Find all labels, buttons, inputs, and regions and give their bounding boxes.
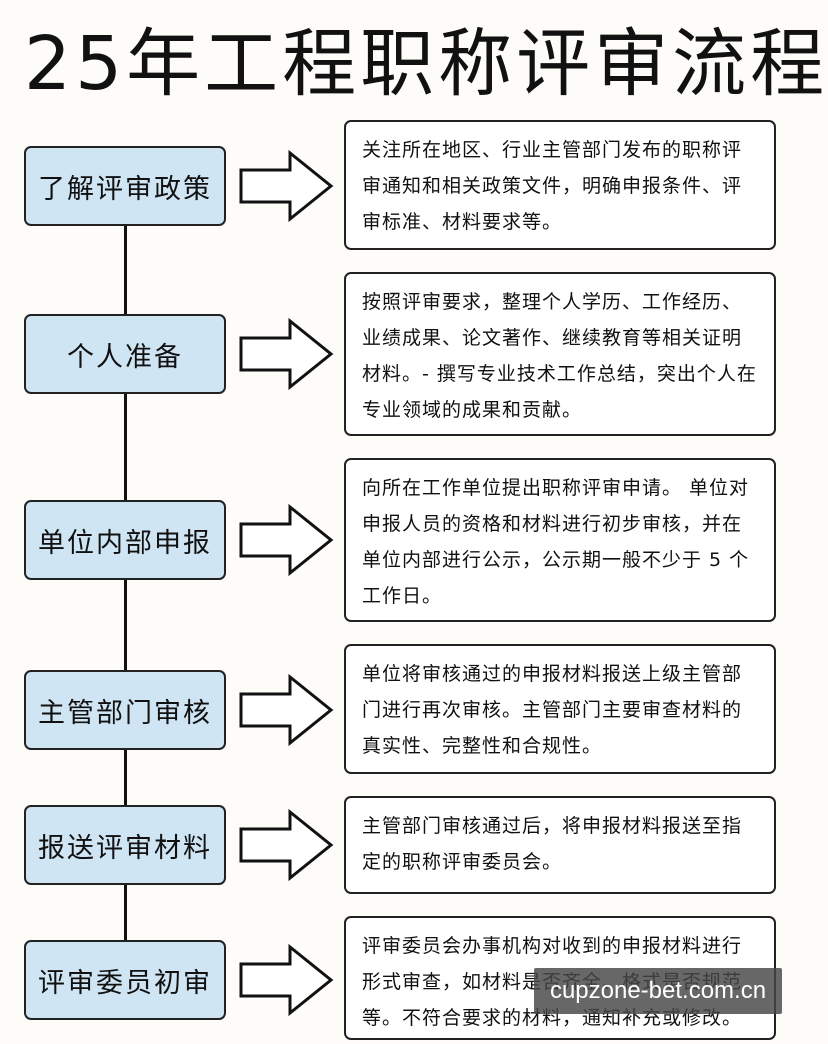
step-description-2: 按照评审要求，整理个人学历、工作经历、业绩成果、论文著作、继续教育等相关证明材料…: [344, 272, 776, 436]
step-box-2: 个人准备: [24, 314, 226, 394]
step-box-1: 了解评审政策: [24, 146, 226, 226]
step-description-4: 单位将审核通过的申报材料报送上级主管部门进行再次审核。主管部门主要审查材料的真实…: [344, 644, 776, 774]
flow-spine-line: [124, 190, 127, 975]
page-title: 25年工程职称评审流程: [24, 21, 828, 107]
step-box-3: 单位内部申报: [24, 500, 226, 580]
arrow-right-icon: [238, 808, 334, 882]
step-box-6: 评审委员初审: [24, 940, 226, 1020]
step-description-3: 向所在工作单位提出职称评审申请。 单位对申报人员的资格和材料进行初步审核，并在单…: [344, 458, 776, 622]
step-box-4: 主管部门审核: [24, 670, 226, 750]
arrow-right-icon: [238, 673, 334, 747]
step-description-5: 主管部门审核通过后，将申报材料报送至指定的职称评审委员会。: [344, 796, 776, 894]
arrow-right-icon: [238, 149, 334, 223]
arrow-right-icon: [238, 503, 334, 577]
step-box-5: 报送评审材料: [24, 805, 226, 885]
step-description-1: 关注所在地区、行业主管部门发布的职称评审通知和相关政策文件，明确申报条件、评审标…: [344, 120, 776, 250]
arrow-right-icon: [238, 317, 334, 391]
watermark-overlay: cupzone-bet.com.cn: [534, 968, 782, 1014]
arrow-right-icon: [238, 943, 334, 1017]
